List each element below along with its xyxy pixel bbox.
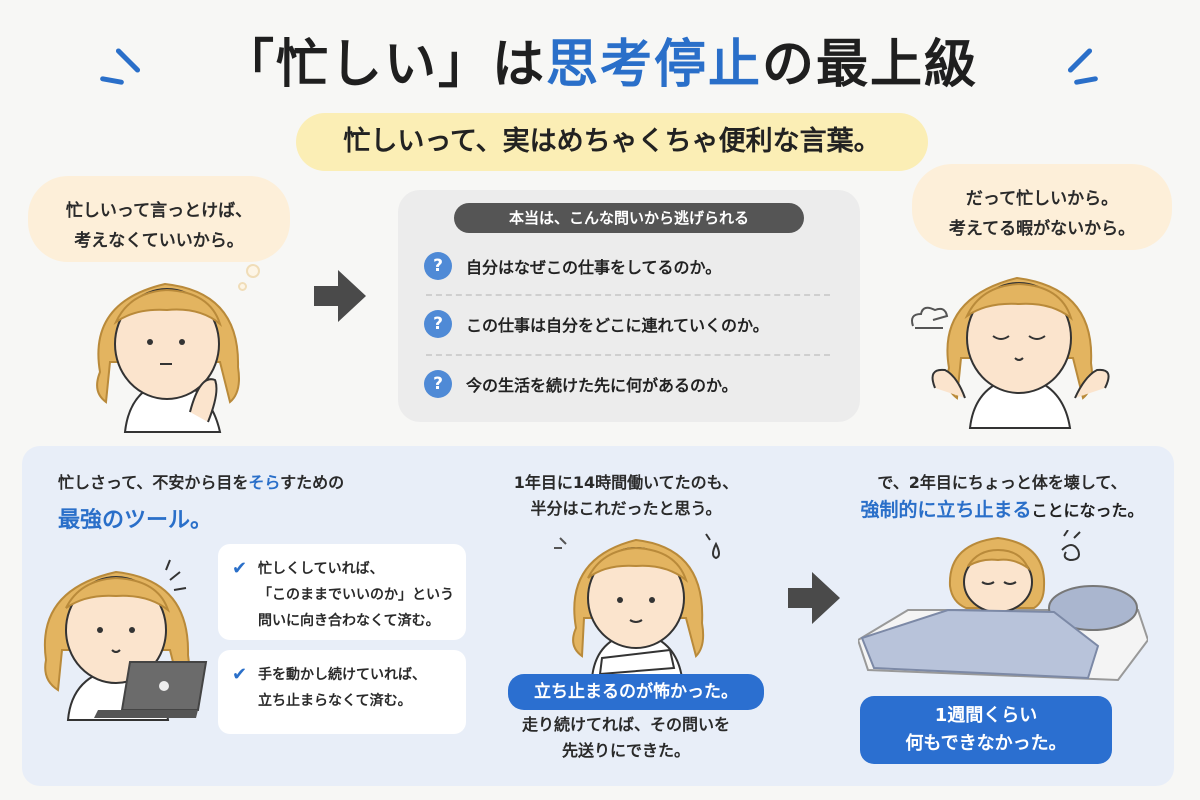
left-bubble-line2: 考えなくていいから。 <box>74 231 244 251</box>
right-bubble-line2: 考えてる暇がないから。 <box>948 219 1136 239</box>
thought-dot <box>238 282 247 291</box>
sighing-woman-illustration <box>911 276 1110 429</box>
laptop-woman-illustration <box>43 559 208 721</box>
question-item: ? この仕事は自分をどこに連れていくのか。 <box>424 302 832 346</box>
section3-pill: 1週間くらい 何もできなかった。 <box>860 696 1112 764</box>
question-icon: ? <box>424 252 452 280</box>
section2-after: 走り続けてれば、その問いを 先送りにできた。 <box>521 715 730 760</box>
sick-in-bed-illustration <box>858 530 1148 682</box>
divider <box>426 294 830 296</box>
check-icon: ✔ <box>232 558 248 579</box>
anxious-woman-illustration <box>554 533 720 678</box>
thought-dot <box>246 264 260 278</box>
question-item: ? 自分はなぜこの仕事をしてるのか。 <box>424 244 832 288</box>
question-icon: ? <box>424 310 452 338</box>
divider <box>426 354 830 356</box>
section2-pill: 立ち止まるのが怖かった。 <box>508 674 764 710</box>
section1-headline: 最強のツール。 <box>58 508 213 533</box>
sweat-icon <box>712 541 720 560</box>
left-speech-bubble: 忙しいって言っとけば、 考えなくていいから。 <box>28 176 290 262</box>
left-bubble-line1: 忙しいって言っとけば、 <box>65 201 253 221</box>
check-card: ✔ 手を動かし続けていれば、 立ち止まらなくて済む。 <box>218 650 466 734</box>
check-card: ✔ 忙しくしていれば、 「このままでいいのか」という 問いに向き合わなくて済む。 <box>218 544 466 640</box>
arrow-right-icon <box>314 270 366 322</box>
thinking-woman-illustration <box>96 282 240 433</box>
right-speech-bubble: だって忙しいから。 考えてる暇がないから。 <box>912 164 1172 250</box>
subtitle-banner: 忙しいって、実はめちゃくちゃ便利な言葉。 <box>296 113 928 171</box>
laptop-icon <box>94 661 208 718</box>
section3-headline: 強制的に立ち止まることになった。 <box>860 499 1144 521</box>
check-icon: ✔ <box>232 664 248 685</box>
section2-text: 1年目に14時間働いてたのも、 半分はこれだったと思う。 <box>513 473 739 518</box>
questions-header: 本当は、こんな問いから逃げられる <box>454 203 804 233</box>
section3-text: で、2年目にちょっと体を壊して、 <box>877 473 1127 492</box>
page-title: 「忙しい」は思考停止の最上級 <box>221 35 979 95</box>
question-item: ? 今の生活を続けた先に何があるのか。 <box>424 362 832 406</box>
arrow-right-icon <box>788 572 840 624</box>
right-bubble-line1: だって忙しいから。 <box>965 189 1119 209</box>
question-icon: ? <box>424 370 452 398</box>
dizzy-icon <box>1061 530 1081 562</box>
section1-lead: 忙しさって、不安から目をそらすための <box>58 473 345 492</box>
